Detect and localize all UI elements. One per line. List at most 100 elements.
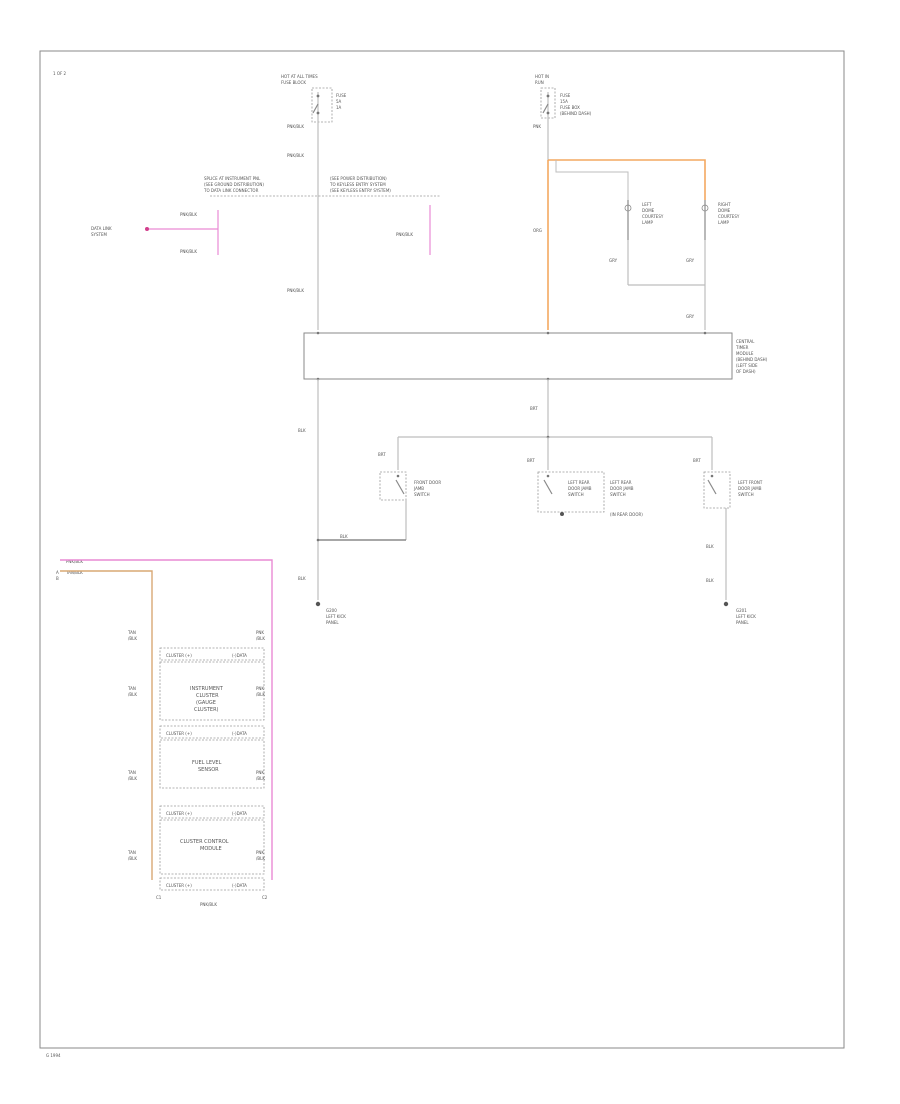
left-front-door-switch: BRT LEFT FRONT DOOR JAMB SWITCH BLK BLK <box>693 437 763 600</box>
svg-text:TAN: TAN <box>127 850 136 855</box>
central-timer-module: CENTRAL TIMER MODULE (BEHIND DASH) (LEFT… <box>303 331 768 381</box>
right-splice: PNK/BLK <box>396 205 431 255</box>
relay-left-line-2: DOME <box>642 208 655 213</box>
diagram-border <box>39 50 845 1049</box>
svg-text:BLK: BLK <box>298 576 306 581</box>
ground-right-line-3: PANEL <box>736 620 749 625</box>
instrument-line-1: INSTRUMENT <box>190 686 224 692</box>
door-switch-right-line-3: SWITCH <box>738 492 754 497</box>
ground-left-line-3: PANEL <box>326 620 339 625</box>
ground-g201: G201 LEFT KICK PANEL <box>723 601 756 625</box>
front-door-switch: BRT FRONT DOOR JAMB SWITCH BLK <box>316 437 441 542</box>
svg-text:TO DATA LINK CONNECTOR: TO DATA LINK CONNECTOR <box>203 188 259 193</box>
fuse-right-line-4: 15A <box>560 99 568 104</box>
cluster-chain: PNK/BLK TAN/BLK A B TAN /BLK PNK /BLK CL… <box>56 559 273 907</box>
left-rear-door-switch: BRT LEFT REAR DOOR JAMB SWITCH LEFT REAR… <box>527 437 643 517</box>
svg-text:BLK: BLK <box>706 544 714 549</box>
door-switch-mid-line-1: LEFT REAR <box>568 480 590 485</box>
relay-left-line-1: LEFT <box>642 202 652 207</box>
ground-left-line-2: LEFT KICK <box>326 614 346 619</box>
fuse-right-line-2: RUN <box>535 80 544 85</box>
svg-text:(-)DATA: (-)DATA <box>232 883 247 888</box>
central-timer-line-4: (BEHIND DASH) <box>736 357 768 362</box>
door-switch-left-line-2: JAMB <box>413 486 424 491</box>
fuel-sensor-line-2: SENSOR <box>198 767 219 773</box>
svg-text:GRY: GRY <box>686 314 695 319</box>
central-timer-line-3: MODULE <box>736 351 754 356</box>
svg-text:GRY: GRY <box>686 258 695 263</box>
svg-text:LEFT REAR: LEFT REAR <box>610 480 632 485</box>
relay-left-line-4: LAMP <box>642 220 654 225</box>
relay-right-line-2: DOME <box>718 208 731 213</box>
svg-text:/BLK: /BLK <box>128 692 137 697</box>
svg-text:BLK: BLK <box>340 534 348 539</box>
relay-left-line-3: COURTESY <box>642 214 664 219</box>
svg-text:/BLK: /BLK <box>256 692 265 697</box>
svg-text:/BLK: /BLK <box>256 856 265 861</box>
svg-text:(-)DATA: (-)DATA <box>232 653 247 658</box>
data-link-line-2: SYSTEM <box>91 232 107 237</box>
svg-text:BRT: BRT <box>530 406 538 411</box>
svg-text:/BLK: /BLK <box>128 856 137 861</box>
relay-right-line-3: COURTESY <box>718 214 740 219</box>
door-switch-left-line-3: SWITCH <box>414 492 430 497</box>
svg-text:TAN: TAN <box>127 630 136 635</box>
svg-text:C2: C2 <box>262 895 268 900</box>
svg-text:(-)DATA: (-)DATA <box>232 811 247 816</box>
instrument-line-3: (GAUGE <box>196 700 216 706</box>
door-switch-right-line-2: DOOR JAMB <box>738 486 762 491</box>
svg-text:PNK/BLK: PNK/BLK <box>396 232 413 237</box>
door-switch-left-line-1: FRONT DOOR <box>414 480 441 485</box>
central-timer-line-1: CENTRAL <box>736 339 755 344</box>
svg-text:TO KEYLESS ENTRY SYSTEM: TO KEYLESS ENTRY SYSTEM <box>329 182 386 187</box>
ground-left-line-1: G200 <box>326 608 337 613</box>
svg-text:PNK: PNK <box>256 630 264 635</box>
instrument-line-4: CLUSTER) <box>194 707 219 713</box>
svg-text:/BLK: /BLK <box>256 636 265 641</box>
svg-text:GRY: GRY <box>609 258 618 263</box>
svg-text:PNK/BLK: PNK/BLK <box>180 212 197 217</box>
svg-text:/BLK: /BLK <box>256 776 265 781</box>
svg-text:DOOR JAMB: DOOR JAMB <box>610 486 634 491</box>
svg-text:TAN: TAN <box>127 770 136 775</box>
svg-text:(-)DATA: (-)DATA <box>232 731 247 736</box>
ground-right-line-1: G201 <box>736 608 747 613</box>
fuse-right-line-3: FUSE <box>560 93 571 98</box>
fuse-left-line-5: 1A <box>336 105 342 110</box>
svg-text:PNK/BLK: PNK/BLK <box>66 559 83 564</box>
footer-label: G 1994 <box>46 1053 61 1058</box>
svg-text:PNK/BLK: PNK/BLK <box>287 124 304 129</box>
svg-text:FUSE BOX: FUSE BOX <box>560 105 580 110</box>
svg-text:TAN/BLK: TAN/BLK <box>65 570 83 575</box>
ground-g200: BLK G200 LEFT KICK PANEL <box>298 576 346 625</box>
relay-right-line-1: RIGHT <box>718 202 731 207</box>
fuse-left: HOT AT ALL TIMES FUSE BLOCK FUSE 5A 1A <box>281 74 347 330</box>
svg-text:(IN REAR DOOR): (IN REAR DOOR) <box>610 512 643 517</box>
svg-text:SPLICE AT INSTRUMENT PNL: SPLICE AT INSTRUMENT PNL <box>204 176 261 181</box>
svg-text:CLUSTER (+): CLUSTER (+) <box>166 883 192 888</box>
right-dome-lamp: RIGHT DOME COURTESY LAMP GRY GRY <box>686 200 740 330</box>
page-label: 1 OF 2 <box>53 71 67 76</box>
svg-text:PNK/BLK: PNK/BLK <box>287 288 304 293</box>
svg-text:PNK: PNK <box>256 770 264 775</box>
fuse-left-line-3: FUSE <box>336 93 347 98</box>
svg-text:/BLK: /BLK <box>128 776 137 781</box>
door-switch-mid-line-2: DOOR JAMB <box>568 486 592 491</box>
svg-text:(SEE GROUND DISTRIBUTION): (SEE GROUND DISTRIBUTION) <box>204 182 264 187</box>
svg-text:/BLK: /BLK <box>128 636 137 641</box>
fuel-sensor-line-1: FUEL LEVEL <box>192 760 222 766</box>
fuse-right-line-1: HOT IN <box>535 74 549 79</box>
relay-right-line-4: LAMP <box>718 220 730 225</box>
instrument-line-2: CLUSTER <box>196 693 219 699</box>
svg-text:BRT: BRT <box>527 458 535 463</box>
svg-text:PNK: PNK <box>256 850 264 855</box>
svg-text:(SEE POWER DISTRIBUTION): (SEE POWER DISTRIBUTION) <box>330 176 387 181</box>
fuse-left-line-1: HOT AT ALL TIMES <box>281 74 318 79</box>
svg-text:PNK: PNK <box>533 124 541 129</box>
svg-text:CLUSTER (+): CLUSTER (+) <box>166 653 192 658</box>
svg-text:A: A <box>56 570 59 575</box>
data-link-connector: DATA LINK SYSTEM PNK/BLK PNK/BLK <box>91 210 219 255</box>
svg-text:(SEE KEYLESS ENTRY SYSTEM): (SEE KEYLESS ENTRY SYSTEM) <box>330 188 391 193</box>
svg-text:ORG: ORG <box>533 228 542 233</box>
